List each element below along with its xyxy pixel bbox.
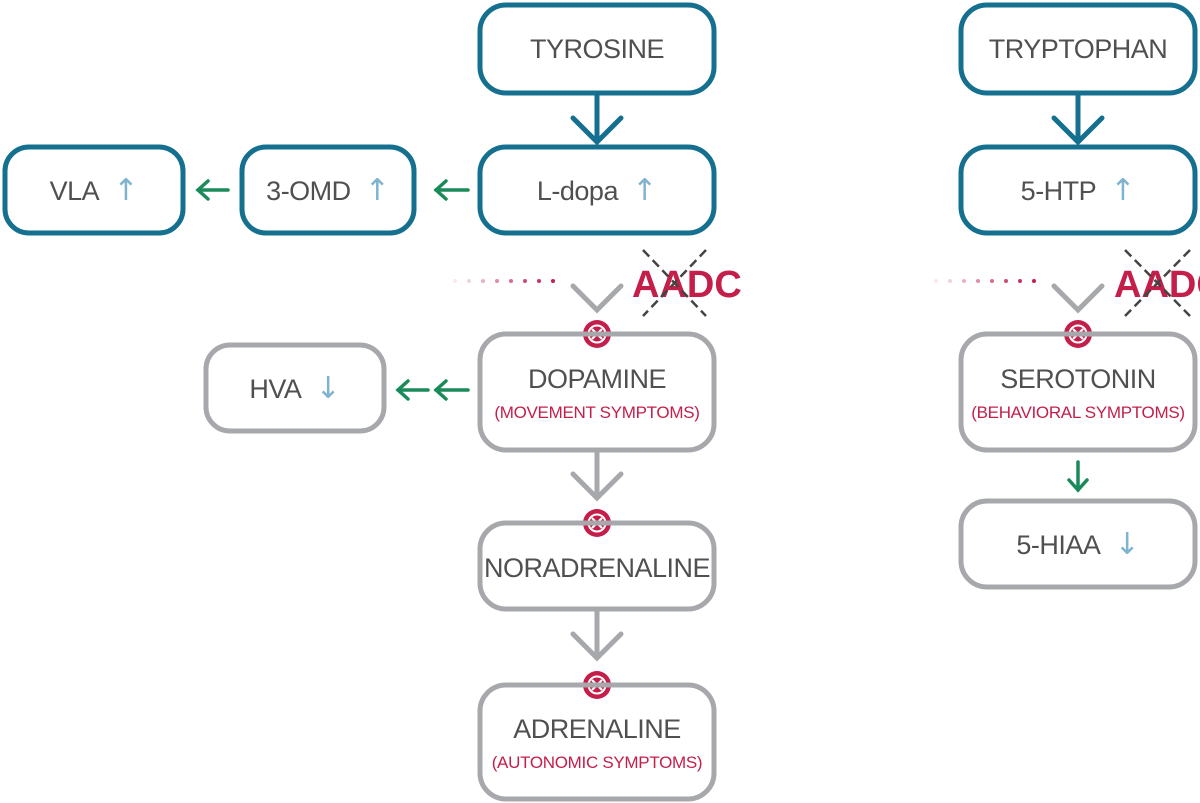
arrow-serotonin-to-hiaa: [1067, 460, 1089, 493]
omd-up-arrow-icon: ↑: [365, 173, 390, 208]
ldopa-node: L-dopa ↑: [477, 144, 717, 236]
aadc-left-label: AADC: [632, 264, 742, 306]
htp-label: 5-HTP: [1021, 176, 1097, 206]
aadc-left-cross-icon: [642, 249, 707, 317]
svg-text:VLA ↑: VLA ↑: [50, 173, 139, 208]
htp-node: 5-HTP ↑: [958, 144, 1198, 236]
ldopa-label: L-dopa: [537, 176, 620, 206]
arrow-tryptophan-to-htp: [1051, 90, 1105, 146]
aadc-right-enzyme: AADC: [1114, 249, 1200, 317]
hva-node: HVA ↓: [203, 342, 387, 434]
serotonin-node: SEROTONIN (BEHAVIORAL SYMPTOMS): [958, 331, 1198, 453]
aadc-right-cross-icon: [1124, 249, 1191, 317]
arrow-tyrosine-to-ldopa: [570, 90, 624, 146]
dotted-line-left: [453, 279, 555, 283]
adrenaline-node: ADRENALINE (AUTONOMIC SYMPTOMS): [477, 682, 717, 802]
arrow-dopamine-to-hva: [395, 379, 470, 401]
svg-text:5-HIAA ↓: 5-HIAA ↓: [1016, 527, 1139, 562]
adrenaline-symptoms-label: (AUTONOMIC SYMPTOMS): [492, 753, 703, 772]
hiaa-down-arrow-icon: ↓: [1114, 527, 1139, 562]
omd-label: 3-OMD: [266, 176, 351, 206]
arrow-ldopa-to-omd: [433, 179, 470, 201]
hva-down-arrow-icon: ↓: [315, 371, 340, 406]
arrow-ldopa-to-dopamine-head: [570, 283, 624, 314]
svg-text:3-OMD ↑: 3-OMD ↑: [266, 173, 390, 208]
dopamine-node: DOPAMINE (MOVEMENT SYMPTOMS): [477, 331, 717, 453]
tryptophan-node: TRYPTOPHAN: [958, 2, 1198, 96]
tyrosine-node: TYROSINE: [477, 2, 717, 96]
noradrenaline-node: NORADRENALINE: [477, 520, 717, 612]
dopamine-label: DOPAMINE: [528, 364, 666, 394]
tyrosine-label: TYROSINE: [530, 34, 664, 64]
dopamine-symptoms-label: (MOVEMENT SYMPTOMS): [494, 403, 699, 422]
tryptophan-label: TRYPTOPHAN: [989, 34, 1168, 64]
arrow-omd-to-vla: [195, 179, 230, 201]
dotted-line-right: [934, 279, 1036, 283]
noradrenaline-label: NORADRENALINE: [484, 553, 710, 583]
svg-text:HVA ↓: HVA ↓: [249, 371, 340, 406]
hiaa-node: 5-HIAA ↓: [958, 498, 1198, 590]
arrow-htp-to-serotonin-head: [1051, 283, 1105, 314]
svg-text:5-HTP ↑: 5-HTP ↑: [1021, 173, 1136, 208]
vla-up-arrow-icon: ↑: [113, 173, 138, 208]
serotonin-label: SEROTONIN: [1000, 364, 1156, 394]
vla-label: VLA: [50, 176, 100, 206]
hiaa-label: 5-HIAA: [1016, 530, 1101, 560]
svg-text:L-dopa ↑: L-dopa ↑: [537, 173, 657, 208]
vla-node: VLA ↑: [2, 144, 186, 236]
ldopa-up-arrow-icon: ↑: [632, 173, 657, 208]
arrow-dopamine-to-noradrenaline: [570, 447, 624, 502]
serotonin-symptoms-label: (BEHAVIORAL SYMPTOMS): [971, 403, 1184, 422]
omd-node: 3-OMD ↑: [239, 144, 417, 236]
hva-label: HVA: [249, 374, 302, 404]
adrenaline-label: ADRENALINE: [513, 714, 681, 744]
aadc-left-enzyme: AADC: [632, 249, 742, 317]
htp-up-arrow-icon: ↑: [1110, 173, 1135, 208]
arrow-noradrenaline-to-adrenaline: [570, 606, 624, 662]
